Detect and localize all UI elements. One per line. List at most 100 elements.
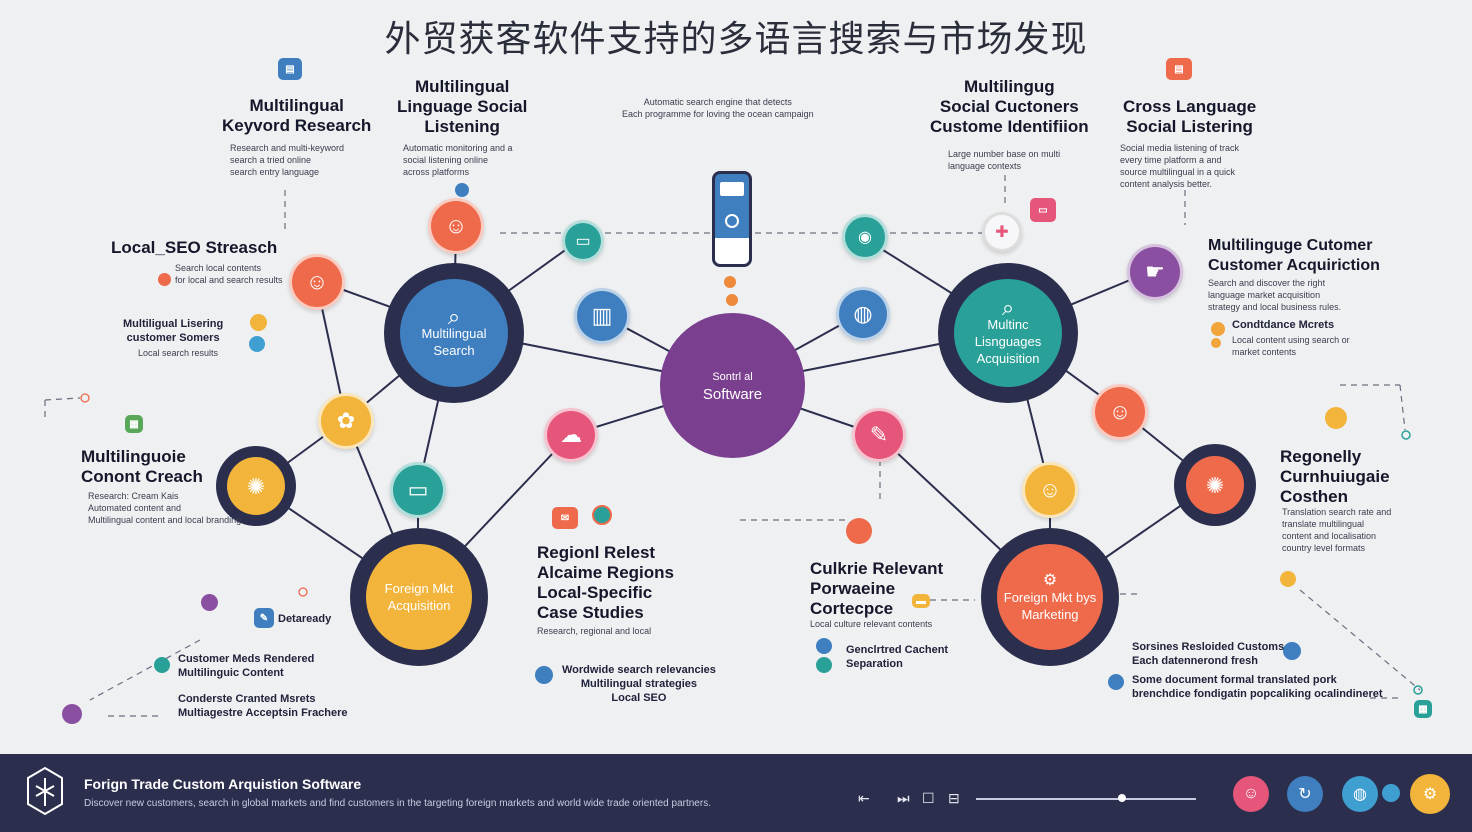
progress-slider[interactable] (976, 794, 1196, 802)
keyword-desc: Research and multi-keyword search a trie… (230, 143, 345, 177)
node-yellow-right[interactable]: ☺ (1022, 462, 1078, 518)
seo-heading: Wordwide search relevancies Multilingual… (562, 664, 716, 704)
dot (726, 294, 738, 306)
search-icon: ⌕ (447, 303, 461, 329)
node-local-seo[interactable]: ☺ (289, 254, 345, 310)
brain-icon: ☺ (1108, 399, 1132, 424)
dot (846, 518, 872, 544)
search-hub-label: Multilingual (421, 325, 487, 341)
dot (1211, 338, 1221, 348)
chat-icon: ▭ (575, 233, 591, 250)
node-pink-right[interactable]: ✎ (852, 408, 906, 462)
gear-icon: ✚ (995, 224, 1009, 241)
dot (62, 704, 82, 724)
rewind-control[interactable]: ⇤ (858, 790, 870, 806)
tag-icon: ✎ (254, 608, 274, 628)
tag-icon: ▬ (912, 594, 930, 608)
center-hub-label: Software (702, 385, 763, 403)
chat-icon: ◉ (858, 229, 872, 246)
marketing-hub[interactable]: ⚙ Foreign Mkt bys Marketing (981, 528, 1119, 666)
regional-heading: Regionl Relest Alcaime Regions Local-Spe… (537, 543, 674, 622)
search-icon: ⌕ (1001, 295, 1015, 320)
acquisition-hub[interactable]: ⌕ Multinc Lisnguages Acquisition (938, 263, 1078, 403)
dot (455, 183, 469, 197)
tag-icon: ▤ (278, 58, 302, 80)
node-teal-top-left[interactable]: ▭ (562, 220, 604, 262)
slider-handle[interactable] (1118, 794, 1126, 802)
logo-icon (26, 766, 64, 816)
chat-icon: ▭ (407, 477, 429, 502)
dot (1325, 407, 1347, 429)
node-lang-social[interactable]: ☺ (428, 198, 484, 254)
dot (1211, 322, 1225, 336)
node-teal-top-right[interactable]: ◉ (842, 214, 888, 260)
brain-icon: ☺ (444, 213, 468, 238)
gen-heading: Genclrtred Cachent Separation (846, 644, 949, 670)
gear-icon[interactable]: ⚙ (1410, 774, 1450, 814)
node-white-top-right[interactable]: ✚ (982, 212, 1022, 252)
lang-social-desc: Automatic monitoring and a social listen… (403, 143, 513, 177)
center-hub[interactable]: Sontrl al Software (660, 313, 805, 458)
regionally-hub[interactable]: ✺ (1174, 444, 1256, 526)
cross-desc: Social media listening of track every ti… (1120, 143, 1240, 189)
dot (250, 314, 267, 331)
bottom-left1-heading: Customer Meds Rendered Multilinguic Cont… (178, 653, 315, 679)
cond-heading: Condtdance Mcrets (1232, 319, 1335, 331)
local-seo-heading: Local_SEO Streasch (111, 238, 278, 257)
tag-icon: ▤ (1166, 58, 1192, 80)
dot (1280, 571, 1296, 587)
phone-icon[interactable] (712, 171, 752, 267)
node-blue-bars[interactable]: ▥ (574, 288, 630, 344)
content-desc: Research: Cream Kais Automated content a… (88, 491, 242, 525)
cultural-heading: Culkrie Relevant Porwaeine Cortecpce (810, 559, 944, 618)
dot (201, 594, 218, 611)
node-globe[interactable]: ◍ (836, 287, 890, 341)
regionally-desc: Translation search rate and translate mu… (1282, 507, 1392, 553)
refresh-icon[interactable]: ↻ (1287, 776, 1323, 812)
dot-icon (1382, 784, 1400, 802)
search-hub-sub: Search (433, 342, 475, 358)
regional-desc: Research, regional and local (537, 626, 652, 636)
node-yellow-left[interactable]: ✿ (318, 393, 374, 449)
gear-icon: ⚙ (1042, 571, 1058, 589)
dot (592, 505, 612, 525)
node-teal-left[interactable]: ▭ (390, 462, 446, 518)
node-orange-right[interactable]: ☺ (1092, 384, 1148, 440)
skip-control[interactable]: ⏭ (897, 790, 910, 806)
marketing-hub-sub: Marketing (1021, 606, 1079, 622)
keyword-heading: Multilingual Keyvord Research (222, 96, 372, 135)
node-purple-right[interactable]: ☛ (1127, 244, 1183, 300)
tag-icon: ▦ (125, 415, 143, 433)
bottom-right2-heading: Some document formal translated pork bre… (1132, 674, 1383, 700)
content-hub[interactable]: ✺ (216, 446, 296, 526)
bottom-right1-heading: Sorsines Resloided Customs Each datenner… (1132, 641, 1285, 667)
bottom-left2-heading: Conderste Cranted Msrets Multiagestre Ac… (178, 693, 348, 719)
dot (1283, 642, 1301, 660)
chat-icon: ☛ (1145, 259, 1165, 284)
dot (1108, 674, 1124, 690)
chart-icon: ▥ (591, 303, 613, 328)
local-seo-desc: Search local contents for local and sear… (175, 263, 283, 285)
dataready-label: Detaready (278, 613, 332, 625)
globe-icon[interactable]: ◍ (1342, 776, 1378, 812)
tag-icon: ▦ (1414, 700, 1432, 718)
content-heading: Multilinguoie Conont Creach (81, 447, 203, 486)
foreign-hub[interactable]: Foreign Mkt Acquisition (350, 528, 488, 666)
footer-bar (0, 754, 1472, 832)
cultural-desc: Local culture relevant contents (810, 619, 933, 629)
panel-control[interactable]: ⊟ (948, 790, 960, 806)
chat-icon[interactable]: ☺ (1233, 776, 1269, 812)
node-pink-left[interactable]: ☁ (544, 408, 598, 462)
brain-icon: ☺ (305, 269, 329, 294)
dot (249, 336, 265, 352)
foreign-hub-sub: Acquisition (387, 598, 451, 613)
cust-acq-desc: Search and discover the right language m… (1208, 278, 1342, 312)
tag-icon: ✉ (552, 507, 578, 529)
dot (816, 638, 832, 654)
search-hub[interactable]: ⌕ Multilingual Search (384, 263, 524, 403)
tag-icon: ▭ (1030, 198, 1056, 222)
dot (154, 657, 170, 673)
window-control[interactable]: ☐ (922, 790, 935, 806)
brain-icon: ✺ (246, 473, 266, 499)
foreign-hub-label: Foreign Mkt (384, 581, 454, 596)
